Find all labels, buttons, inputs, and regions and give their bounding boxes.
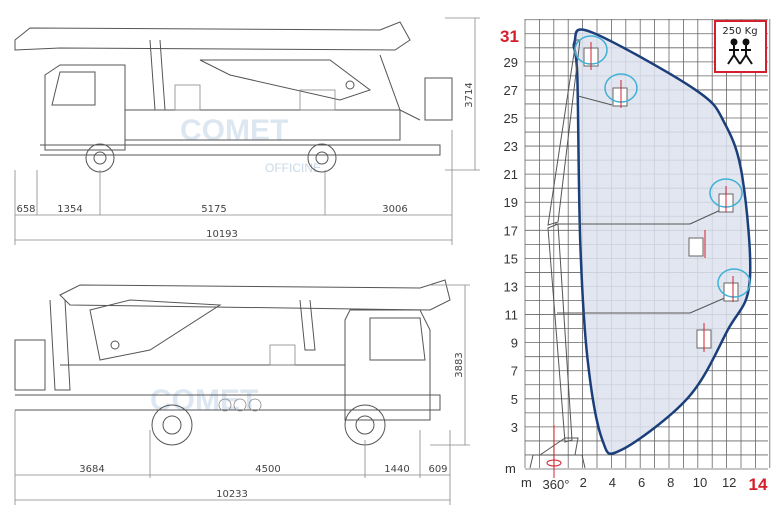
x-tick-label: 12 [722,475,736,490]
y-max-label: 31 [500,27,519,46]
y-tick-label: 13 [504,279,518,294]
y-tick-label: 23 [504,139,518,154]
rotation-label: 360° [543,477,570,492]
bottom-dimensions: 3684 4500 1440 609 10233 3883 [14,284,470,505]
dim-3684: 3684 [79,464,104,475]
top-watermark: COMET [180,114,288,147]
dim-3006: 3006 [382,204,407,215]
axis-labels: 31 m m 360° 14 29 27 25 23 21 19 17 15 13 11 9 7 5 3 2… [500,27,768,494]
x-tick-label: 8 [667,475,674,490]
dim-total-bottom: 10233 [216,489,248,500]
y-tick-label: 9 [511,336,518,351]
y-unit-label: m [505,461,516,476]
boom-drawing [529,35,751,478]
y-tick-label: 3 [511,420,518,435]
top-watermark-sub: OFFICINE [265,161,321,175]
bottom-truck-drawing: COMET [14,279,451,446]
x-max-label: 14 [749,475,768,494]
working-envelope [572,28,752,456]
x-tick-label: 2 [580,475,587,490]
dim-658: 658 [16,204,35,215]
dim-height-bottom: 3883 [454,352,465,377]
x-tick-label: 4 [609,475,616,490]
load-label: 250 Kg [722,26,757,37]
dim-1354: 1354 [57,204,82,215]
y-tick-label: 11 [505,308,519,323]
y-tick-label: 5 [511,392,518,407]
bottom-watermark: COMET [150,384,258,417]
top-truck-drawing: COMET OFFICINE [14,21,453,175]
two-persons-icon [727,38,753,65]
dim-609: 609 [428,464,447,475]
x-unit-label: m [521,475,532,490]
x-tick-label: 10 [693,475,707,490]
y-tick-label: 25 [504,111,518,126]
y-tick-label: 27 [504,83,518,98]
dim-total-top: 10193 [206,229,238,240]
y-tick-label: 17 [504,223,518,238]
dim-5175: 5175 [201,204,226,215]
y-tick-label: 19 [504,195,518,210]
dim-1440: 1440 [384,464,409,475]
dim-4500: 4500 [255,464,280,475]
top-dimensions: 658 1354 5175 3006 10193 3714 [14,17,480,245]
y-tick-label: 21 [504,167,518,182]
y-tick-label: 7 [511,364,518,379]
x-tick-label: 6 [638,475,645,490]
y-tick-label: 29 [504,55,518,70]
load-badge: 250 Kg [714,20,767,73]
y-tick-label: 15 [504,251,518,266]
dim-height-top: 3714 [464,82,475,107]
